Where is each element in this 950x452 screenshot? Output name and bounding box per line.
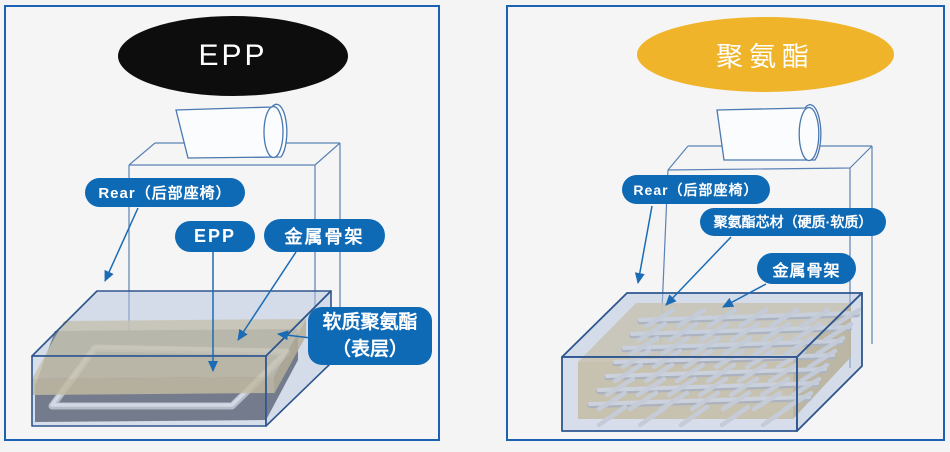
leader-lines-left [104,207,312,372]
label-metal-frame-left: 金属骨架 [264,219,385,252]
label-epp-core: EPP [175,221,255,252]
cushion-shell-left [31,290,332,427]
label-pu-core: 聚氨酯芯材（硬质·软质） [700,208,886,236]
leader-pu-core [665,236,732,306]
label-rear-right-text: Rear（后部座椅） [633,181,759,198]
label-rear-left: Rear（后部座椅） [85,178,245,207]
headrest-cylinder-left [175,103,288,159]
label-rear-left-text: Rear（后部座椅） [98,185,232,202]
cushion-shell-right [561,292,863,432]
label-epp-core-text: EPP [193,226,237,246]
label-soft-pu-line2: （表层） [331,339,408,360]
leader-lines-right [634,205,767,308]
label-rear-right: Rear（后部座椅） [622,175,770,204]
title-ellipse-epp: EPP [118,16,348,96]
leader-frame-right [722,283,767,308]
leader-rear-left [104,207,139,282]
label-pu-core-text: 聚氨酯芯材（硬质·软质） [713,214,873,230]
leader-frame-left [237,251,297,341]
leader-surface [277,330,312,341]
title-ellipse-polyurethane: 聚氨酯 [637,17,894,92]
cushion-right [561,292,863,432]
label-soft-pu-line1: 软质聚氨酯 [322,312,418,333]
label-metal-frame-right: 金属骨架 [757,253,856,284]
title-polyurethane-text: 聚氨酯 [716,42,815,72]
label-metal-frame-left-text: 金属骨架 [284,226,365,247]
label-soft-pu-surface: 软质聚氨酯 （表层） [308,307,432,365]
headrest-cylinder-right [716,104,822,162]
leader-rear-right [634,205,653,284]
label-metal-frame-right-text: 金属骨架 [772,262,841,280]
title-epp-text: EPP [198,39,268,72]
cushion-left [31,290,332,427]
